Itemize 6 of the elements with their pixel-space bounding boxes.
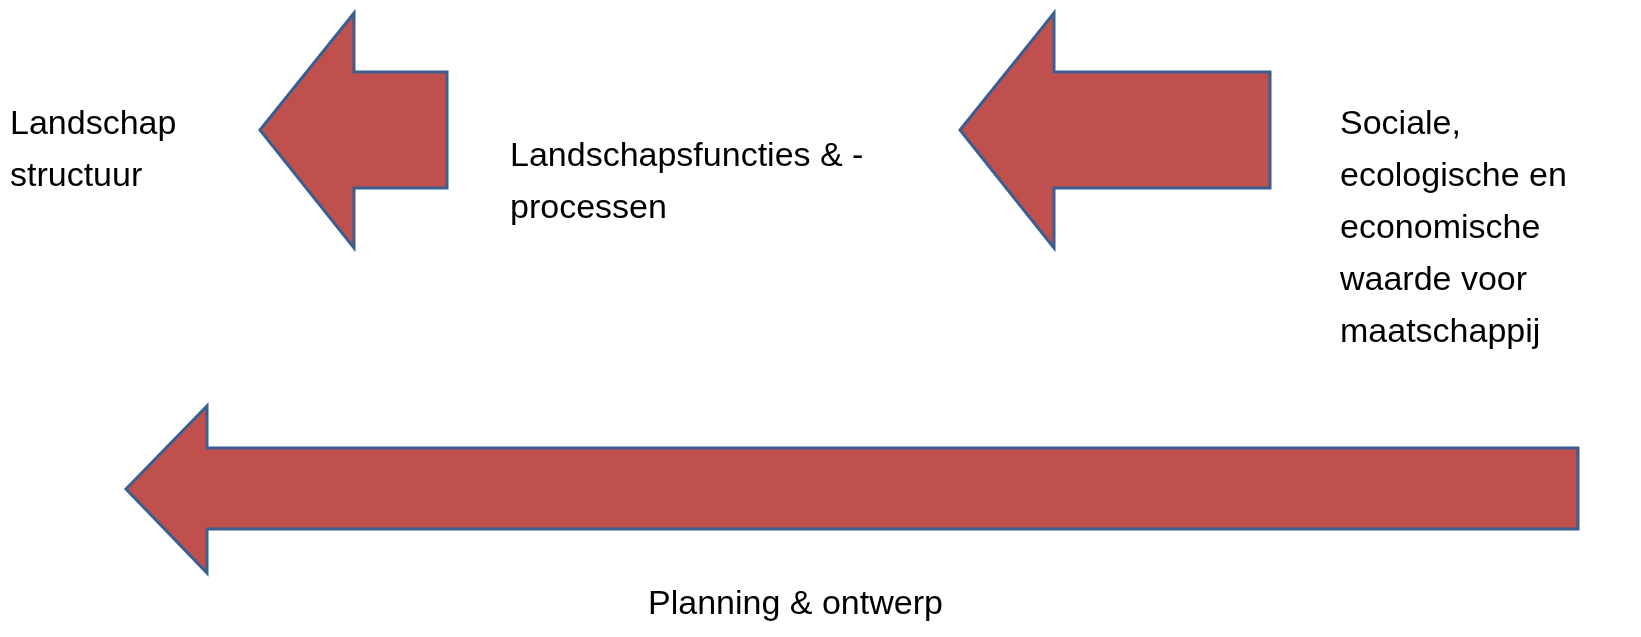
block-arrow xyxy=(958,8,1272,253)
arrow-caption: Planning & ontwerp xyxy=(648,582,943,623)
block-arrow xyxy=(258,8,449,253)
node-text: Landschapsfuncties & - processen xyxy=(510,134,865,227)
node-text: Sociale, ecologische en economische waarde voor maatschappij xyxy=(1340,102,1568,351)
node-text: Landschap structuur xyxy=(10,102,178,195)
